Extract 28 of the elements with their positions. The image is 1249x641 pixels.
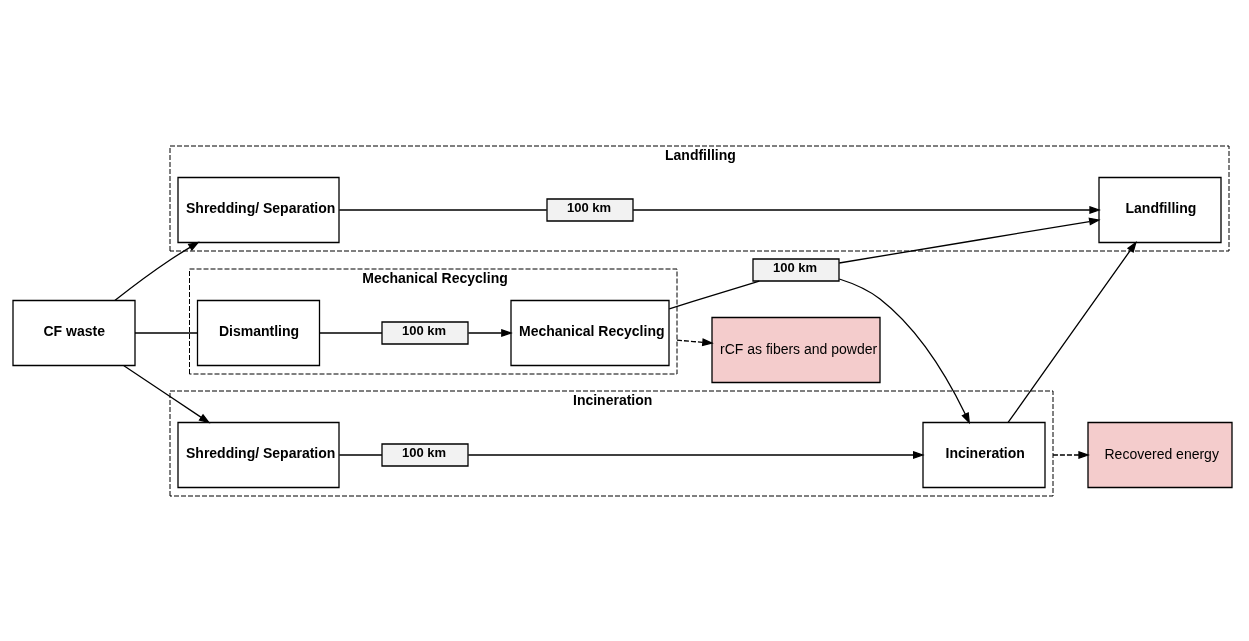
node-box: CF waste [11, 299, 136, 366]
arrow [675, 337, 714, 346]
node-box: 100 km [751, 257, 840, 282]
node-box: 100 km [380, 442, 469, 467]
arrow [1051, 450, 1090, 459]
node-box: 100 km [380, 320, 469, 345]
arrow [838, 217, 1101, 264]
node-box: Mechanical Recycling [509, 299, 670, 366]
arrow [632, 205, 1101, 214]
arrow [122, 364, 210, 424]
arrow [838, 277, 970, 424]
arrow [113, 241, 200, 301]
node-box: Landfilling [1097, 176, 1222, 243]
node-box: Shredding/ Separation [176, 421, 340, 488]
connector [318, 331, 383, 334]
arrow [467, 450, 925, 459]
arrow [467, 328, 513, 337]
node-box: Dismantling [196, 299, 320, 366]
connector [338, 453, 383, 456]
connector [133, 331, 198, 334]
node-box: 100 km [545, 197, 634, 222]
connector [668, 279, 760, 309]
node-box: Incineration [921, 421, 1046, 488]
node-box: Shredding/ Separation [176, 176, 340, 243]
connector [338, 208, 547, 211]
node-box: Recovered energy [1086, 421, 1233, 488]
arrow [1006, 240, 1137, 423]
node-box: rCF as fibers and powder [710, 316, 881, 383]
